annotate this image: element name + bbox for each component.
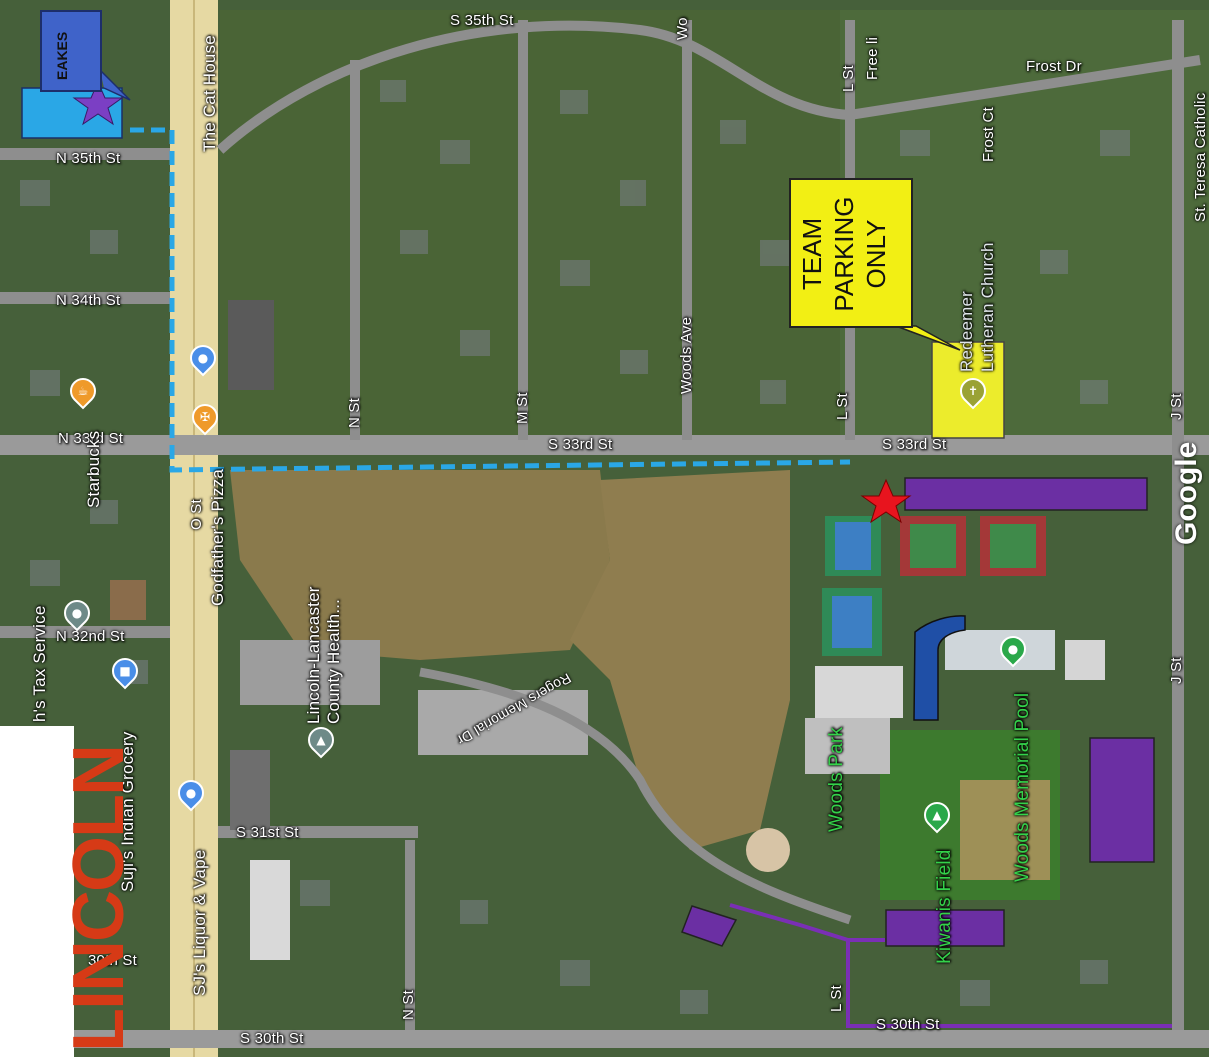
bag-icon: ● [185, 786, 197, 800]
street-label-wo: Wo [674, 17, 691, 40]
street-label-free: Free li [864, 36, 881, 80]
callout-line-2: PARKING [829, 196, 859, 312]
street-label-s33rd: S 33rd St [548, 436, 613, 453]
street-label-l-st-north: L St [840, 65, 857, 92]
place-label-starbucks: Starbucks [84, 430, 103, 508]
google-watermark: Google [1170, 441, 1203, 545]
tree-icon: ▲ [932, 808, 942, 822]
red-star-icon [860, 478, 912, 524]
place-label-st-teresa: St. Teresa Catholic [1192, 92, 1209, 222]
lincoln-logo-panel [0, 726, 74, 1057]
place-label-health-dept: Lincoln-Lancaster County Health... [304, 586, 343, 724]
purple-star-icon [72, 80, 124, 126]
place-icon: ● [71, 606, 83, 620]
place-label-woods-pool: Woods Memorial Pool [1012, 692, 1033, 882]
place-label-woods-park: Woods Park [826, 726, 847, 832]
parking-lot-purple-2 [1089, 737, 1155, 863]
team-parking-callout [789, 178, 913, 328]
street-label-n34th: N 34th St [56, 292, 121, 309]
fork-knife-icon: ✠ [199, 410, 211, 424]
place-label-kiwanis-field: Kiwanis Field [934, 849, 955, 964]
street-label-s30th: S 30th St [240, 1030, 304, 1047]
street-label-s30th-east: S 30th St [876, 1016, 940, 1033]
blue-route-line [130, 127, 851, 473]
street-label-o-st: O St [188, 499, 205, 530]
street-label-n-st-south: N St [400, 990, 417, 1020]
parking-lot-purple-4 [681, 905, 738, 947]
government-icon: ▲ [316, 733, 326, 747]
parking-lot-purple-3 [885, 909, 1005, 947]
park-icon: ● [1007, 642, 1019, 656]
purple-route-line [729, 903, 1172, 1028]
street-label-n33rd: N 33rd St [58, 430, 124, 447]
street-label-s33rd-east: S 33rd St [882, 436, 947, 453]
parking-lot-purple-1 [904, 477, 1148, 511]
place-label-redeemer-church: Redeemer Lutheran Church [957, 242, 997, 372]
callout-line-1: TEAM [797, 217, 827, 291]
street-label-frost-dr: Frost Dr [1026, 58, 1082, 75]
eakes-label-box [40, 10, 102, 92]
street-label-s35th: S 35th St [450, 12, 514, 29]
place-label-liquor-vape: SJ's Liquor & Vape [190, 849, 209, 996]
street-label-l-st-south: L St [828, 985, 845, 1012]
street-label-n30th: 30th St [88, 952, 137, 969]
place-label-tax-service: h's Tax Service [30, 605, 49, 722]
street-label-s31st: S 31st St [236, 824, 299, 841]
street-label-frost-ct: Frost Ct [980, 107, 997, 162]
coffee-icon: ☕ [77, 384, 89, 398]
team-parking-callout-text: TEAM PARKING ONLY [796, 186, 892, 322]
parking-lot-blue [913, 615, 966, 721]
callout-line-3: ONLY [861, 219, 891, 289]
street-label-n-st: N St [346, 398, 363, 428]
bag-icon: ● [197, 351, 209, 365]
eakes-pointer [99, 69, 131, 101]
eakes-label: EAKES [54, 31, 70, 80]
lincoln-logo: LINCOLN [59, 746, 139, 1052]
callout-pointer [895, 325, 961, 351]
church-icon: ✝ [967, 384, 979, 398]
street-label-woods-ave: Woods Ave [678, 316, 695, 394]
street-label-j-st: J St [1168, 393, 1185, 420]
street-label-n32nd: N 32nd St [56, 628, 125, 645]
street-label-n35th: N 35th St [56, 150, 121, 167]
street-label-j-st-south: J St [1168, 657, 1185, 684]
street-label-m-st: M St [514, 392, 531, 424]
place-label-cat-house: The Cat House [200, 35, 219, 152]
place-label-godfathers: Godfather's Pizza [208, 468, 227, 606]
cart-icon: ■ [119, 664, 131, 678]
street-label-l-st: L St [834, 393, 851, 420]
